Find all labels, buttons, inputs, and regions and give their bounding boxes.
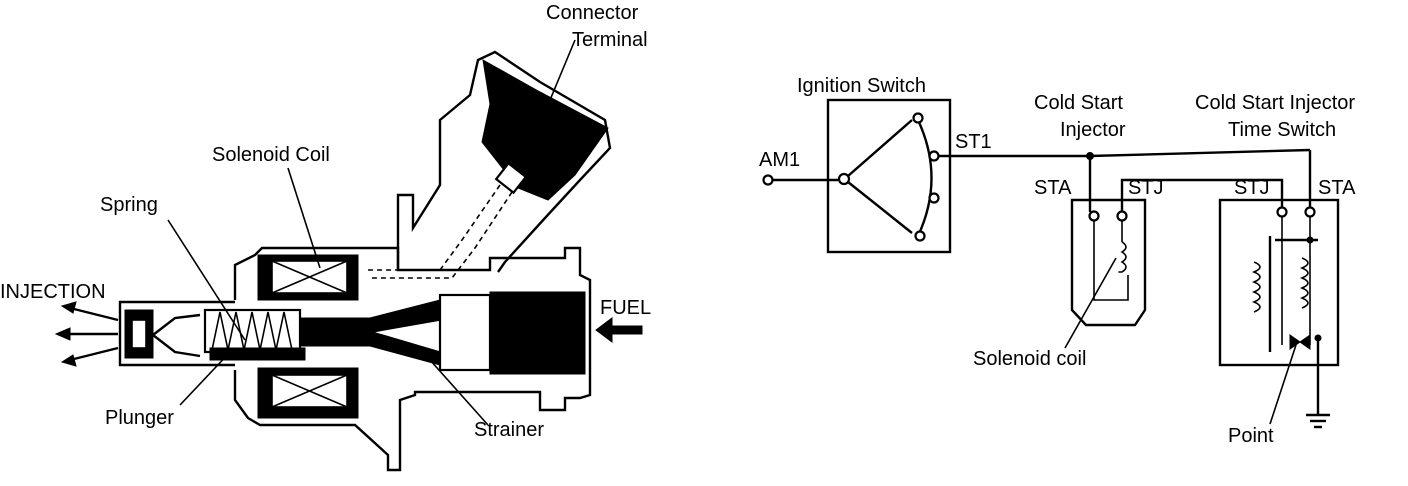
time-switch-label-1: Cold Start Injector (1195, 92, 1355, 114)
injector-leader-lines (167, 167, 489, 426)
timeswitch-sta-label: STA (1318, 177, 1356, 199)
cold-start-injector (1070, 198, 1147, 327)
solenoid-coil-label: Solenoid Coil (212, 144, 330, 166)
solenoid-coil-lower (257, 367, 359, 419)
am1-terminal (762, 174, 774, 186)
cold-start-injector-label-1: Cold Start (1034, 92, 1123, 114)
injector-sta-label: STA (1034, 177, 1072, 199)
injector-stj-label: STJ (1128, 177, 1164, 199)
connector-housing (368, 39, 612, 279)
solenoid-coil-circuit-label: Solenoid coil (973, 348, 1086, 370)
spring-label: Spring (100, 194, 158, 216)
strainer (369, 293, 492, 372)
connector-terminal-label-2: Terminal (572, 29, 648, 51)
cold-start-injector-label-2: Injector (1060, 119, 1126, 141)
st1-label: ST1 (955, 131, 992, 153)
st1-wire (938, 148, 1312, 212)
time-switch (1218, 198, 1340, 429)
fuel-label: FUEL (600, 297, 651, 319)
time-switch-label-2: Time Switch (1228, 119, 1336, 141)
injection-label: INJECTION (0, 281, 106, 303)
injector-cross-section: Connector Terminal Solenoid Coil Spring … (0, 2, 651, 472)
timeswitch-stj-label: STJ (1234, 177, 1270, 199)
ignition-switch-label: Ignition Switch (797, 75, 926, 97)
ignition-switch (762, 98, 952, 254)
am1-label: AM1 (759, 149, 800, 171)
wiring-circuit: Ignition Switch AM1 ST1 Cold Start Injec… (759, 75, 1356, 447)
plunger-label: Plunger (105, 407, 174, 429)
spring (203, 308, 302, 354)
connector-terminal-label-1: Connector (546, 2, 639, 24)
stj-wire (1120, 178, 1284, 212)
solenoid-coil-upper (257, 254, 359, 301)
fuel-inlet-thread (489, 291, 586, 375)
injection-arrows (54, 301, 119, 367)
plunger (209, 317, 371, 361)
injector-body (118, 246, 592, 472)
point-label: Point (1228, 425, 1274, 447)
strainer-label: Strainer (474, 419, 544, 441)
ground-symbol (1306, 413, 1330, 429)
circuit-leader-lines (1064, 257, 1297, 425)
fuel-arrow (595, 317, 643, 343)
